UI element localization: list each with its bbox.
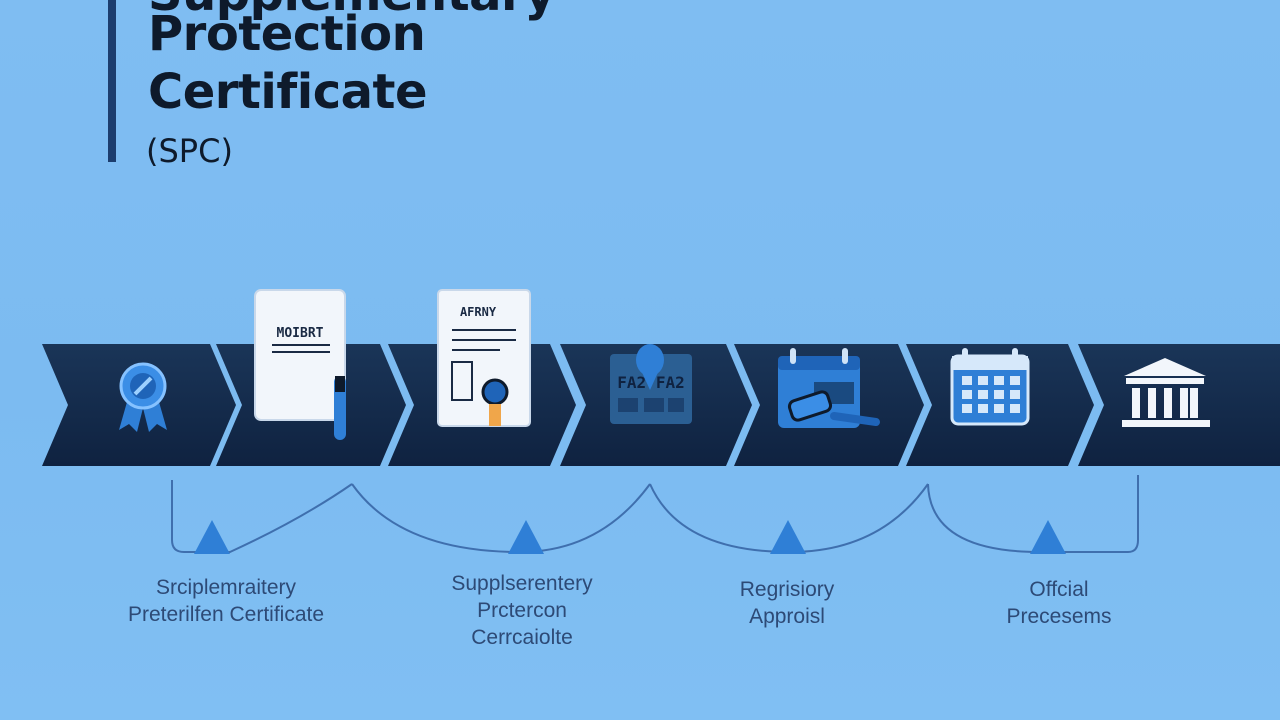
calendar-cell [1010,376,1020,385]
calendar-tablet-icon [778,348,880,428]
step-label-2-line-2: Prctercon [477,599,567,622]
document-card-text: MOIBRT [277,326,324,341]
step-label-1-line-2: Preterilfen Certificate [127,603,325,626]
step-label-2-line-3: Cerrcaiolte [471,626,573,649]
title-line-1: Supplementary [148,0,556,18]
arrow-marker-3 [770,520,806,554]
calendar-cell [962,404,972,413]
step-label-3-line-2: Approisl [749,605,825,628]
step-label-2-line-1: Supplserentery [451,572,593,595]
connector-lines [171,475,1139,554]
step-label-3: Regrisiory Approisl [712,576,862,630]
step-label-2: Supplserentery Prctercon Cerrcaiolte [432,570,612,651]
step-label-3-line-1: Regrisiory [739,578,835,601]
calendar-cell [978,390,988,399]
title-line-3: Certificate [148,64,428,120]
government-building-icon [1122,358,1210,427]
arrow-marker-2 [508,520,544,554]
calendar-cell [978,376,988,385]
calendar-icon [950,348,1030,426]
title-line-2: Protection [148,6,426,62]
calendar-cell [1010,404,1020,413]
arrow-marker-1 [194,520,230,554]
calendar-cell [962,376,972,385]
chevron-step-7 [1078,344,1280,466]
step-label-4: Offcial Precesems [984,576,1134,630]
step-arrows [194,520,1066,554]
calendar-cell [1010,390,1020,399]
calendar-cell [962,390,972,399]
form-pin-icon: FA2 FA2 [610,344,692,424]
arrow-marker-4 [1030,520,1066,554]
step-label-1: Srciplemraitery Preterilfen Certificate [106,574,346,628]
title-abbreviation: (SPC) [146,132,233,170]
document-pen-icon: MOIBRT [254,289,346,440]
calendar-cell [994,390,1004,399]
certificate-card-text: AFRNY [460,305,497,319]
title-accent-bar [108,0,116,162]
step-label-4-line-1: Offcial [1029,578,1089,601]
step-label-1-line-1: Srciplemraitery [155,576,297,599]
certificate-seal-icon: AFRNY [437,289,531,427]
calendar-cell [994,404,1004,413]
calendar-cell [994,376,1004,385]
ribbon-badge-icon [119,362,167,432]
calendar-cell [978,404,988,413]
step-label-4-line-2: Precesems [1006,605,1112,628]
